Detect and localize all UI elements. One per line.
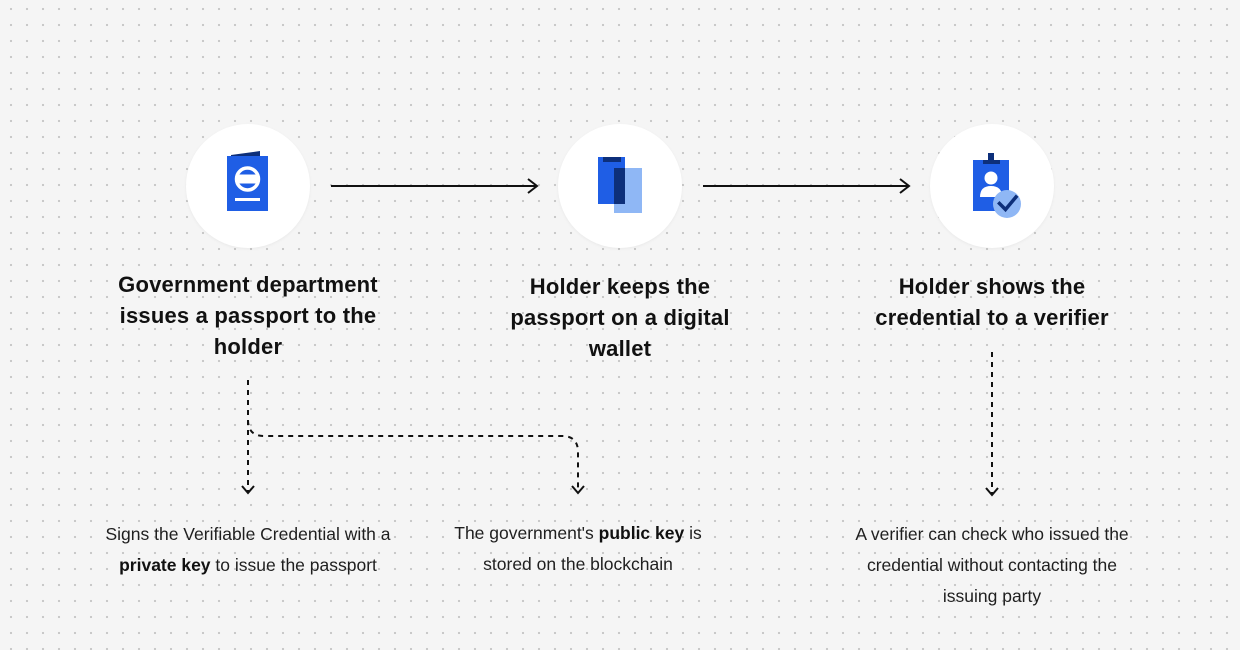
step-2-title: Holder keeps the passport on a digital w… [510,274,730,361]
private-key-note-text-end: to issue the passport [210,555,377,575]
passport-icon [227,151,268,211]
private-key-note-text-start: Signs the Verifiable Credential with a [105,524,391,544]
verified-credential-icon [973,153,1021,218]
private-key-term: private key [119,555,211,575]
step-3-title: Holder shows the credential to a verifie… [875,274,1109,330]
public-key-note-text-end: is stored on the blockchain [483,523,702,574]
public-key-note-text-start: The government's [454,523,599,543]
dashed-arrow-to-verifier-note [985,352,999,497]
arrow-keep-to-show [703,178,911,194]
step-3-icon-circle [930,124,1054,248]
private-key-note: Signs the Verifiable Credential with a p… [98,519,398,581]
verifier-note: A verifier can check who issued the cred… [855,524,1129,606]
dashed-arrow-to-public-key-note [247,419,585,495]
dashed-arrow-to-private-key-note [241,380,255,495]
digital-wallet-icon [598,157,642,213]
step-1-title: Government department issues a passport … [118,272,378,359]
step-1-icon-circle [186,124,310,248]
step-2-icon-circle [558,124,682,248]
public-key-note: The government's public key is stored on… [428,518,728,580]
arrow-issue-to-keep [331,178,539,194]
public-key-term: public key [598,523,685,543]
